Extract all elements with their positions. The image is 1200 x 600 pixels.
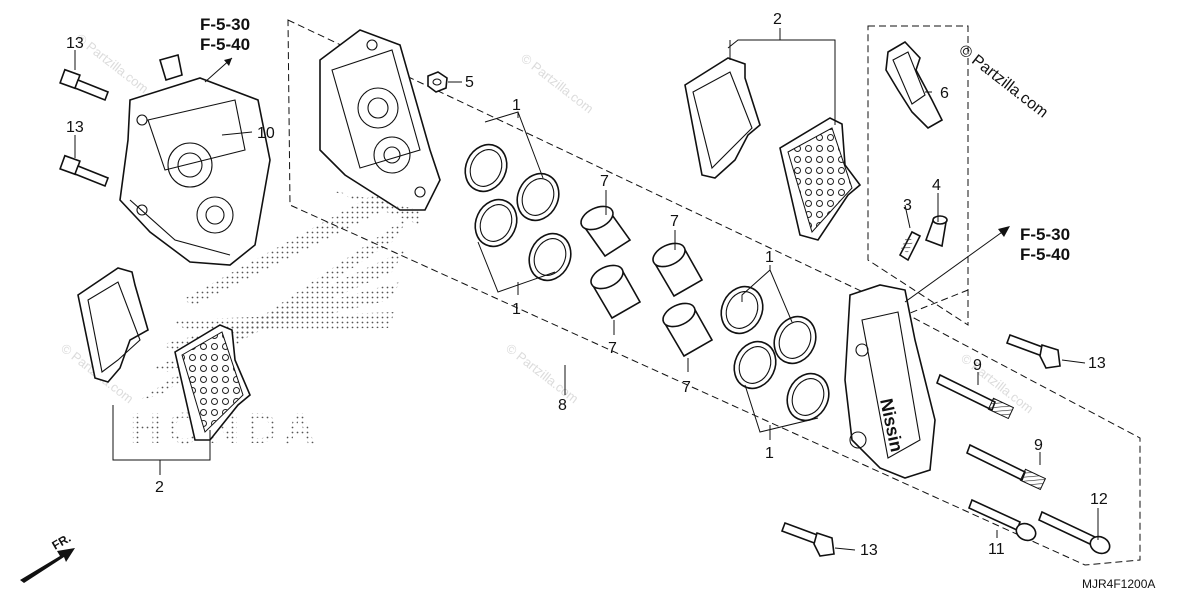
callout-13: 13 xyxy=(66,35,84,52)
callout-9: 9 xyxy=(973,357,982,374)
callout-1: 1 xyxy=(512,301,521,318)
callout-1: 1 xyxy=(765,249,774,266)
callout-6: 6 xyxy=(940,85,949,102)
callout-7: 7 xyxy=(608,340,617,357)
bleeder-cap xyxy=(924,215,948,248)
callout-9: 9 xyxy=(1034,437,1043,454)
caliper-body-bolt-long xyxy=(1037,510,1111,555)
reference-label-right-1: F-5-30 xyxy=(1020,225,1070,244)
caliper-shade xyxy=(330,190,420,225)
callout-2: 2 xyxy=(155,479,164,496)
callout-8: 8 xyxy=(558,397,567,414)
caliper-mount-bolt-upper-right xyxy=(1005,333,1061,369)
callout-7: 7 xyxy=(670,213,679,230)
reference-label-right-2: F-5-40 xyxy=(1020,245,1070,264)
caliper-piston-set xyxy=(580,205,714,358)
brake-caliper-left xyxy=(119,53,271,266)
callout-5: 5 xyxy=(465,74,474,91)
watermark-text: © Partzilla.com xyxy=(503,341,581,407)
brake-pad-left-inner xyxy=(174,324,251,441)
pad-pin-lower xyxy=(965,443,1047,491)
reference-label-upper-left-2: F-5-40 xyxy=(200,35,250,54)
piston-seal-set-left xyxy=(464,143,572,282)
callout-10: 10 xyxy=(257,125,275,142)
callout-1: 1 xyxy=(512,97,521,114)
pad-clip-frame xyxy=(867,25,969,326)
callout-2: 2 xyxy=(773,11,782,28)
brake-pad-right-outer xyxy=(684,57,761,179)
callout-12: 12 xyxy=(1090,491,1108,508)
callout-11: 11 xyxy=(988,541,1005,558)
reference-arrow-right xyxy=(904,229,1006,303)
partzilla-watermark: © Partzilla.com xyxy=(956,42,1051,122)
caliper-inner-half: Nissin xyxy=(844,284,936,479)
pad-spring-clip xyxy=(885,40,944,129)
callout-7: 7 xyxy=(682,379,691,396)
arrowhead xyxy=(998,226,1010,237)
callout-7: 7 xyxy=(600,173,609,190)
caliper-bolt-left-upper xyxy=(59,68,110,102)
brake-pad-left-outer xyxy=(77,267,149,383)
callout-3: 3 xyxy=(903,197,912,214)
bleeder-cap-nut xyxy=(427,71,448,93)
leader-lines xyxy=(74,28,1099,551)
watermark-text: © Partzilla.com xyxy=(518,51,596,117)
pad-pin-upper xyxy=(935,373,1015,420)
brake-pad-right-inner xyxy=(779,117,862,241)
diagram-code: MJR4F1200A xyxy=(1082,577,1155,591)
callout-13: 13 xyxy=(66,119,84,136)
caliper-body-bolt-short xyxy=(967,498,1037,542)
caliper-outer-half xyxy=(319,29,441,211)
callout-13: 13 xyxy=(860,542,878,559)
caliper-mount-bolt-lower-right xyxy=(780,521,835,557)
reference-label-upper-left-1: F-5-30 xyxy=(200,15,250,34)
arrowhead xyxy=(224,58,232,66)
callout-4: 4 xyxy=(932,177,941,194)
piston-seal-set-right xyxy=(720,285,830,422)
front-direction-arrow: FR. xyxy=(20,531,75,583)
caliper-bolt-left-lower xyxy=(59,154,110,188)
bleeder-screw xyxy=(898,230,922,262)
callout-13: 13 xyxy=(1088,355,1106,372)
callout-1: 1 xyxy=(765,445,774,462)
